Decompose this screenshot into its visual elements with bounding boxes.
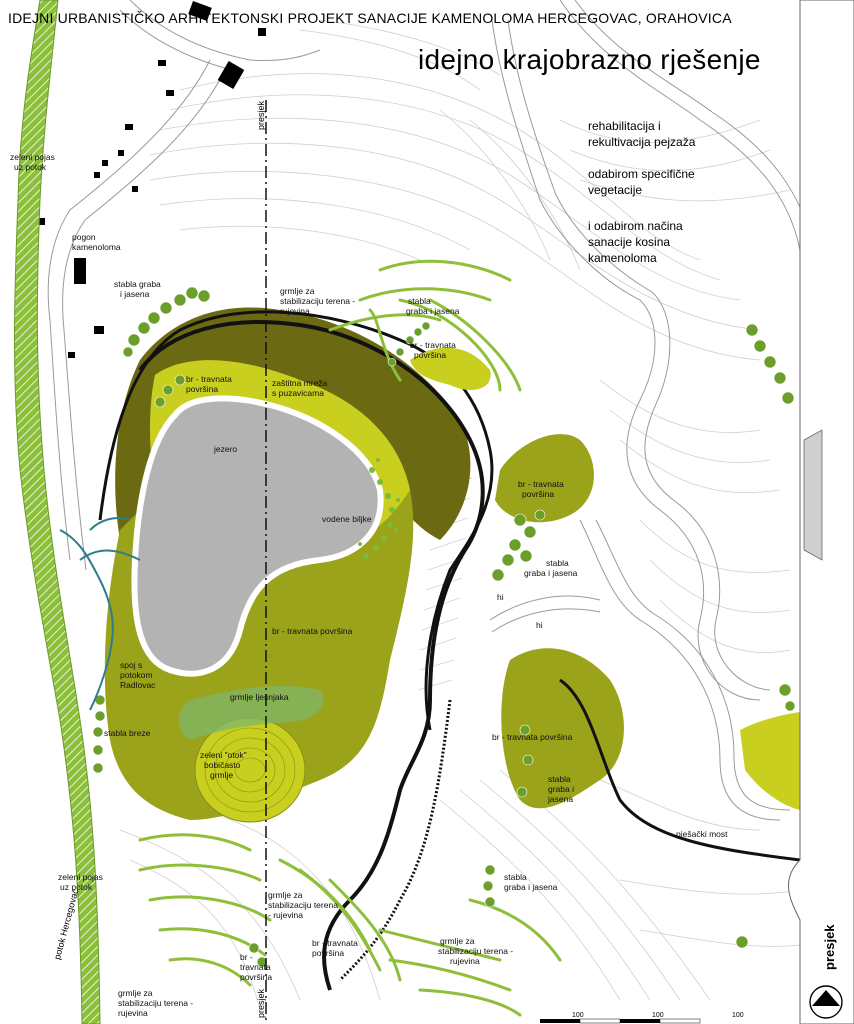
- main-road: [138, 320, 485, 991]
- label-grmlje-bot-left-3: rujevina: [118, 1008, 148, 1018]
- label-vodene-biljke: vodene biljke: [322, 514, 372, 524]
- label-presjek-bottom: presjek: [256, 988, 266, 1018]
- label-br-travnata-small-2: travnata: [240, 962, 271, 972]
- label-grmlje-bot-right-1: grmlje za: [440, 936, 475, 946]
- stream-link: [59, 517, 141, 711]
- right-patch-2: [501, 648, 624, 809]
- pedestrian-bridge: [559, 678, 801, 862]
- north-arrow-icon: [809, 985, 843, 1019]
- label-grmlje-bot-left-2: stabilizaciju terena -: [118, 998, 194, 1008]
- label-spoj-2: potokom: [120, 670, 153, 680]
- road-dashed: [338, 699, 452, 982]
- label-stabla-mid-2: graba i jasena: [524, 568, 578, 578]
- label-br-travnata-mid-2: površina: [522, 489, 555, 499]
- note-line-7: kamenoloma: [588, 251, 657, 265]
- label-pogon-2: kamenoloma: [72, 242, 121, 252]
- note-line-4: vegetacije: [588, 183, 643, 197]
- note-line-5: i odabirom načina: [588, 219, 683, 233]
- label-grmlje-bot-right-3: rujevina: [450, 956, 480, 966]
- right-light-strip: [740, 712, 800, 810]
- label-grmlje-top-1: grmlje za: [280, 286, 315, 296]
- label-jezero: jezero: [214, 444, 238, 454]
- trees: [92, 286, 796, 968]
- label-grmlje-bot-left-1: grmlje za: [118, 988, 153, 998]
- contour-lines: [119, 19, 801, 1011]
- label-stabla-breze: stabla breze: [104, 728, 151, 738]
- label-pogon-1: pogon: [72, 232, 96, 242]
- label-br-travnata-top-2: površina: [414, 350, 447, 360]
- note-line-2: rekultivacija pejzaža: [588, 135, 696, 149]
- label-presjek-right: presjek: [822, 924, 837, 970]
- label-zeleni-pojas-bot-2: uz potok: [60, 882, 93, 892]
- label-br-travnata-bot-2: površina: [312, 948, 345, 958]
- label-stabla-right-2: graba i: [548, 784, 574, 794]
- label-stabla-right-1: stabla: [548, 774, 571, 784]
- label-stabla-right-3: jasena: [548, 794, 574, 804]
- label-grmlje-ljesnjaka: grmlje lješnjaka: [230, 692, 289, 702]
- label-grmlje-top-3: rujevina: [280, 306, 310, 316]
- scale-100-b: 100: [652, 1012, 664, 1019]
- label-hi-1: hi: [497, 592, 504, 602]
- label-grmlje-top-2: stabilizaciju terena -: [280, 296, 356, 306]
- aquatic-plants: [358, 458, 400, 559]
- label-br-travnata-bot-1: br - travnata: [312, 938, 358, 948]
- label-grmlje-mid-1: grmlje za: [268, 890, 303, 900]
- label-presjek-top: presjek: [256, 100, 266, 130]
- label-stabla-graba-top-1: stabla graba: [114, 279, 161, 289]
- label-br-travnata-lake-1: br - travnata: [186, 374, 232, 384]
- island-contours: [204, 727, 296, 813]
- right-patch-1: [495, 434, 594, 523]
- label-zeleni-pojas-top-1: zeleni pojas: [10, 152, 55, 162]
- hazel-shrubs: [178, 685, 324, 740]
- label-br-travnata-top-1: br - travnata: [410, 340, 456, 350]
- right-gray-box: [803, 429, 823, 561]
- label-zastitna-1: zaštitna mreža: [272, 378, 328, 388]
- scale-100-a: 100: [572, 1012, 584, 1019]
- label-grmlje-mid-3: - rujevina: [268, 910, 303, 920]
- note-line-6: sanacije kosina: [588, 235, 671, 249]
- label-hi-2: hi: [536, 620, 543, 630]
- right-patch-top: [410, 347, 491, 390]
- label-grmlje-mid-2: stabilizaciju terena: [268, 900, 338, 910]
- label-stabla-right-top-2: graba i jasena: [406, 306, 460, 316]
- label-stabla-mid-1: stabla: [546, 558, 569, 568]
- label-stabla-graba-top-2: i jasena: [120, 289, 150, 299]
- stream-green-belt: [14, 0, 101, 1024]
- label-br-travnata-right: br - travnata površina: [492, 732, 573, 742]
- label-otok-3: grmlje: [210, 770, 234, 780]
- lake: [131, 395, 384, 677]
- label-grmlje-bot-right-2: stabilizaciju terena -: [438, 946, 514, 956]
- note-line-3: odabirom specifične: [588, 167, 695, 181]
- page-title: idejno krajobrazno rješenje: [418, 44, 761, 75]
- scale-100-c: 100: [732, 1012, 744, 1019]
- top-left-roads: [47, 0, 321, 571]
- buildings: [38, 1, 266, 358]
- label-spoj-1: spoj s: [120, 660, 143, 670]
- label-zastitna-2: s puzavicama: [272, 388, 324, 398]
- label-br-travnata-lake-2: površina: [186, 384, 219, 394]
- label-stabla-bot-2: graba i jasena: [504, 882, 558, 892]
- note-line-1: rehabilitacija i: [588, 119, 661, 133]
- label-otok-2: bobičasto: [204, 760, 241, 770]
- label-pjesacki-most: pješački most: [676, 829, 728, 839]
- project-header: IDEJNI URBANISTIČKO ARHITEKTONSKI PROJEK…: [8, 10, 732, 26]
- scale-bar: [540, 1018, 701, 1024]
- label-zeleni-pojas-top-2: uz potok: [14, 162, 47, 172]
- label-zeleni-pojas-bot-1: zeleni pojas: [58, 872, 103, 882]
- label-br-travnata-mid-1: br - travnata: [518, 479, 564, 489]
- roads: [489, 0, 813, 821]
- label-otok-1: zeleni "otok": [200, 750, 247, 760]
- label-stabla-bot-1: stabla: [504, 872, 527, 882]
- label-br-travnata-small-3: površina: [240, 972, 273, 982]
- label-spoj-3: Radlovac: [120, 680, 156, 690]
- label-br-travnata-small-1: br -: [240, 952, 253, 962]
- label-br-travnata-main: br - travnata površina: [272, 626, 353, 636]
- label-stabla-right-top-1: stabla: [408, 296, 431, 306]
